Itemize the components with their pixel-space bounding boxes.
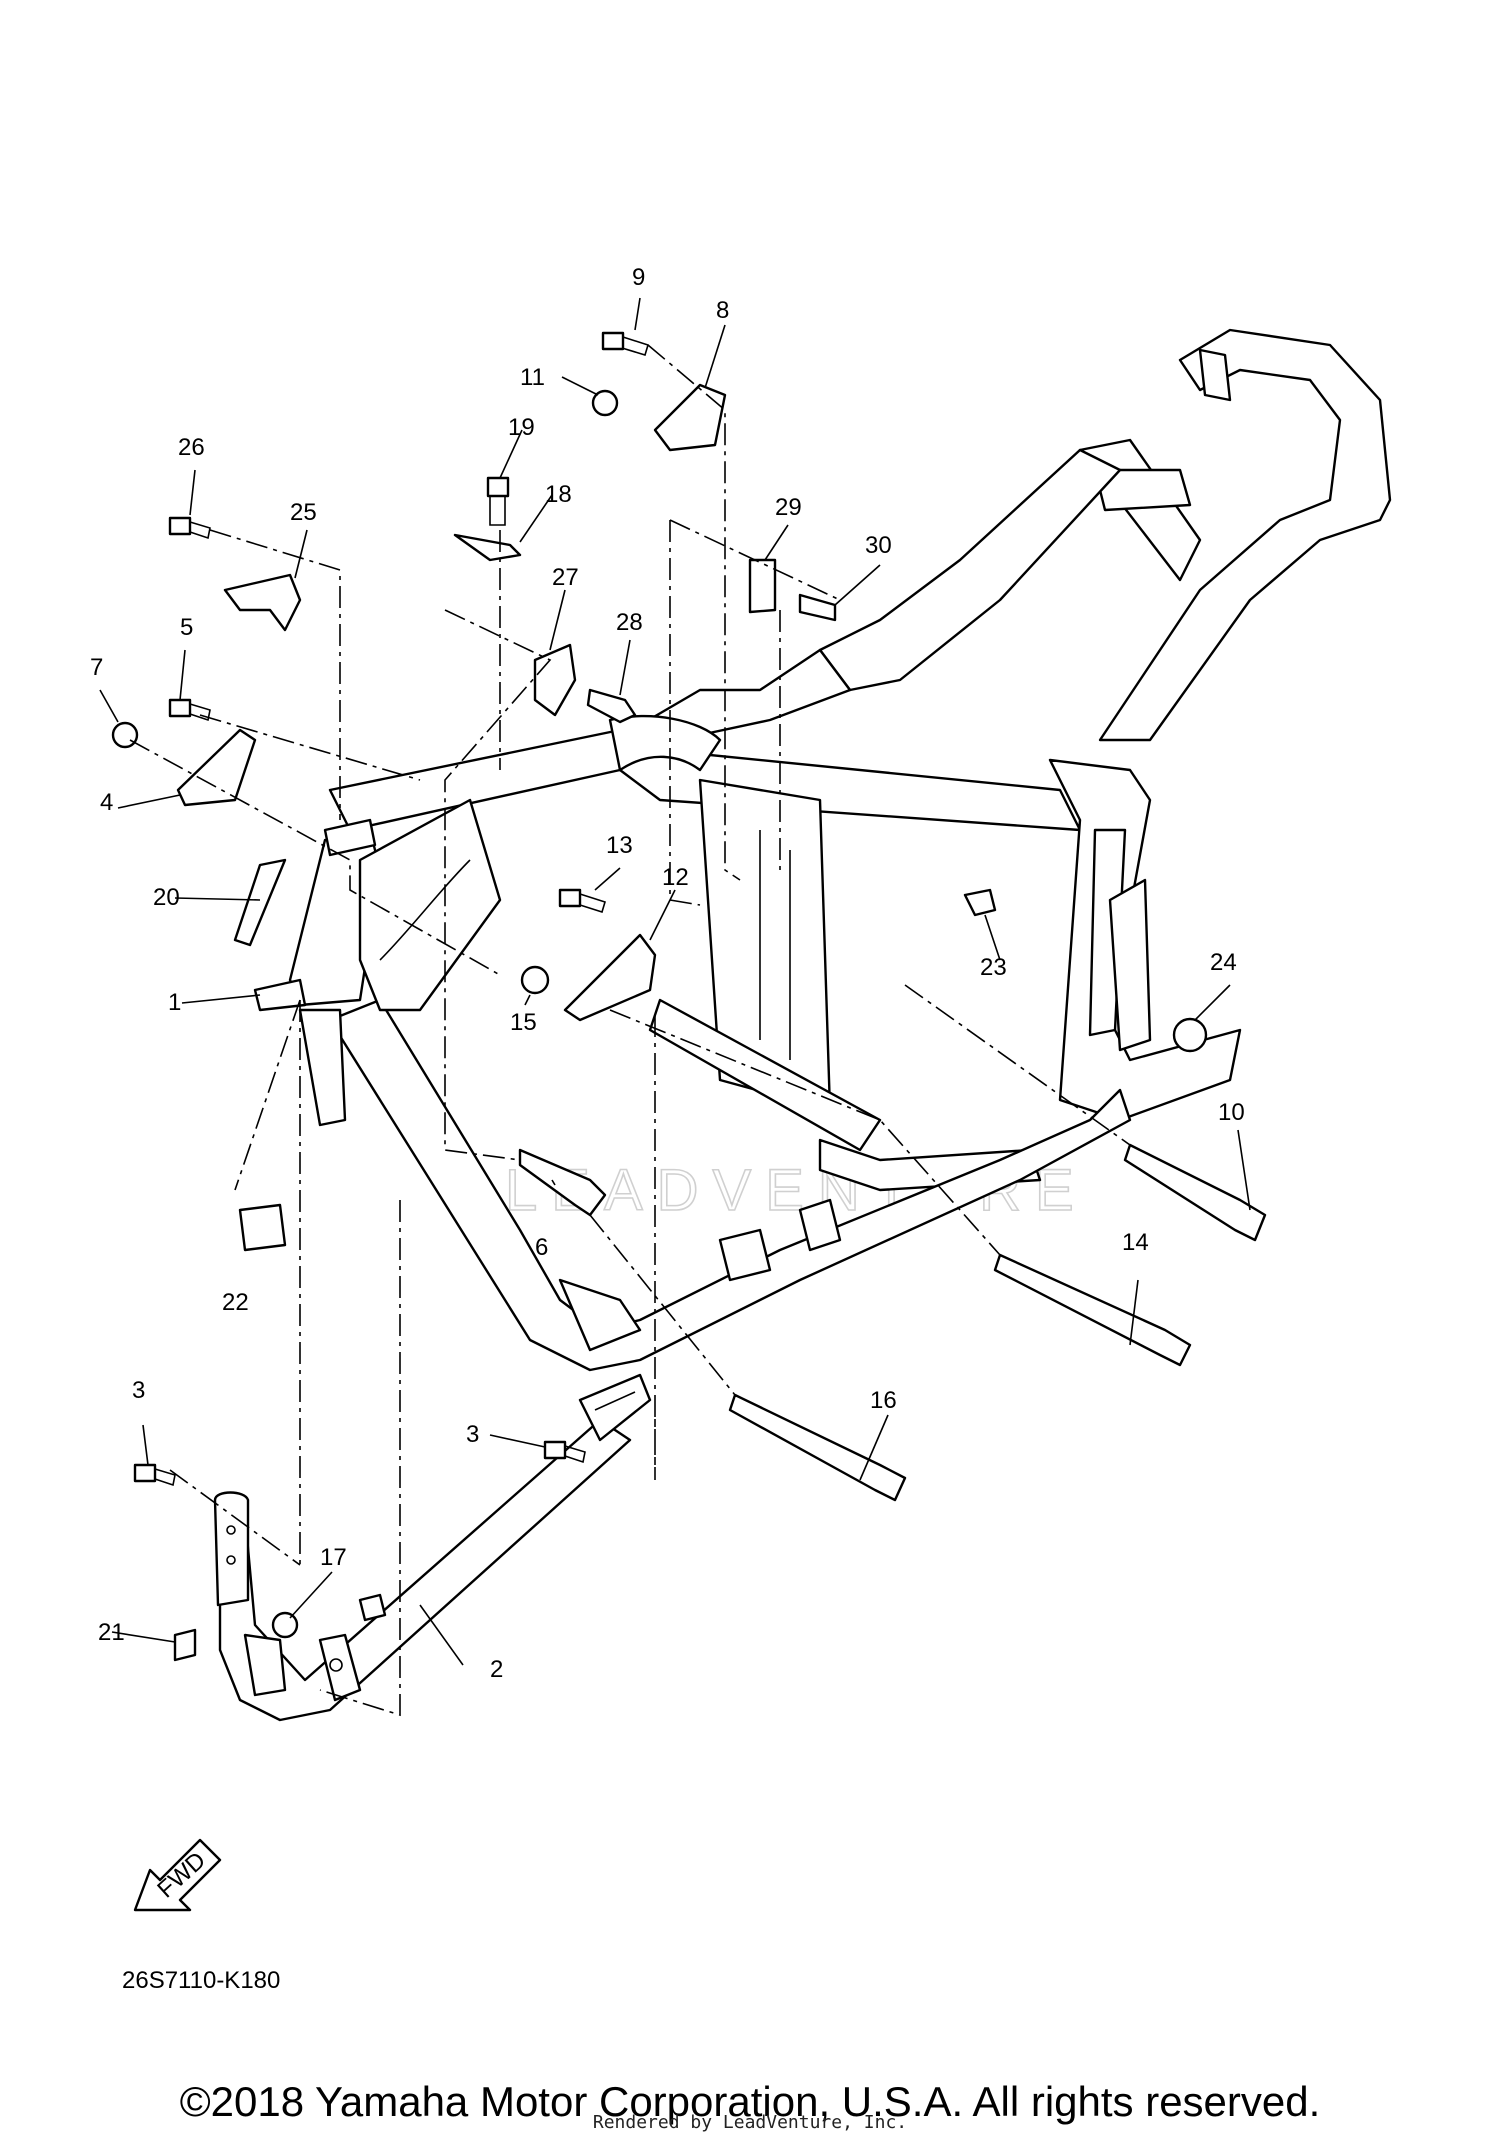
- callout-30: 30: [865, 532, 892, 559]
- callout-12: 12: [662, 864, 689, 891]
- part-code: 26S7110-K180: [122, 1967, 280, 1994]
- fasteners: [111, 331, 1267, 1662]
- callout-9: 9: [632, 264, 645, 291]
- callout-5: 5: [180, 614, 193, 641]
- callout-4: 4: [100, 789, 113, 816]
- callout-6: 6: [535, 1234, 548, 1261]
- callout-17: 17: [320, 1544, 347, 1571]
- callout-labels: 1 2 3 3 4 5 6 7 8 9 10 11 12 13 14 15 16…: [90, 264, 1245, 1683]
- callout-19: 19: [508, 414, 535, 441]
- callout-21: 21: [98, 1619, 125, 1646]
- fwd-direction-icon: FWD: [133, 1838, 222, 1912]
- callout-29: 29: [775, 494, 802, 521]
- callout-10: 10: [1218, 1099, 1245, 1126]
- callout-13: 13: [606, 832, 633, 859]
- callout-27: 27: [552, 564, 579, 591]
- callout-8: 8: [716, 297, 729, 324]
- callout-26: 26: [178, 434, 205, 461]
- callout-25: 25: [290, 499, 317, 526]
- downtube-assembly: [213, 1373, 652, 1722]
- alignment-lines: [129, 344, 1131, 1717]
- callout-28: 28: [616, 609, 643, 636]
- rendered-by-notice: Rendered by LeadVenture, Inc.: [592, 2112, 908, 2133]
- callout-3b: 3: [466, 1421, 479, 1448]
- callout-3a: 3: [132, 1377, 145, 1404]
- callout-2: 2: [490, 1656, 503, 1683]
- callout-11: 11: [520, 364, 545, 391]
- callout-15: 15: [510, 1009, 537, 1036]
- callout-16: 16: [870, 1387, 897, 1414]
- callout-20: 20: [153, 884, 180, 911]
- callout-14: 14: [1122, 1229, 1149, 1256]
- callout-18: 18: [545, 481, 572, 508]
- main-frame: [253, 328, 1392, 1372]
- callout-23: 23: [980, 954, 1007, 981]
- copyright-notice: ©2018 Yamaha Motor Corporation, U.S.A. A…: [179, 2078, 1321, 2125]
- callout-22: 22: [222, 1289, 249, 1316]
- callout-7: 7: [90, 654, 103, 681]
- leader-lines: [99, 297, 1251, 1666]
- callout-1: 1: [168, 989, 181, 1016]
- callout-24: 24: [1210, 949, 1237, 976]
